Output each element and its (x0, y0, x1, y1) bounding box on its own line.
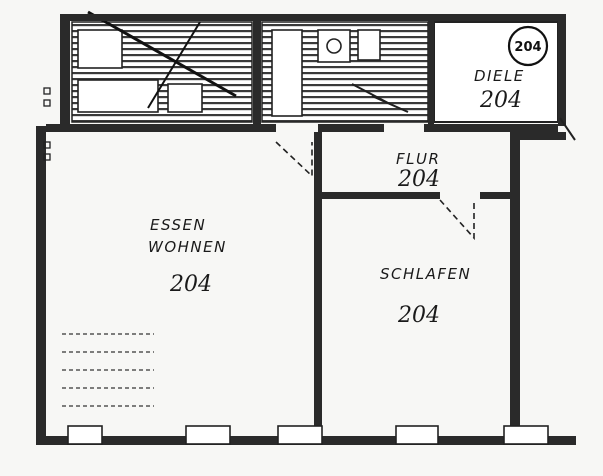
kitchen-diele-partition (428, 21, 434, 125)
window-4 (395, 425, 439, 445)
bedroom-right-wall (510, 132, 520, 436)
left-wall-marks (43, 87, 51, 161)
door-swings (275, 117, 576, 241)
right-stair-wall (520, 132, 566, 140)
essen-wohnen-number: 204 (169, 272, 212, 297)
flur-label: FLUR (396, 150, 440, 168)
apartment-number-text: 204 (514, 40, 541, 55)
top-wall (60, 14, 566, 21)
left-wall (36, 126, 46, 444)
living-door-swing (275, 141, 313, 178)
living-bedroom-wall (314, 132, 322, 436)
diele-number: 204 (479, 88, 522, 113)
upper-right-wall (558, 14, 566, 126)
burner-icon (326, 38, 342, 54)
service-zone-lower-wall (46, 124, 558, 132)
kitchen-counter-icon (271, 29, 303, 117)
wohnen-label: WOHNEN (148, 238, 227, 256)
scribble-mark (351, 83, 409, 113)
essen-label: ESSEN (150, 216, 206, 234)
bathroom-zone (71, 10, 253, 123)
upper-left-wall (60, 14, 70, 126)
window-1 (67, 425, 103, 445)
bathtub-icon (77, 29, 123, 69)
sink-icon (357, 29, 381, 61)
bath-kitchen-partition (253, 21, 261, 125)
bath-fixture-icon (77, 79, 159, 113)
bedroom-door-swing (439, 199, 475, 241)
window-5 (503, 425, 549, 445)
window-2 (185, 425, 231, 445)
window-3 (277, 425, 323, 445)
windows (67, 425, 549, 445)
diagonal-strike-line (87, 10, 237, 98)
diele-label: DIELE (474, 67, 525, 85)
kitchen-zone (261, 21, 429, 123)
schlafen-number: 204 (397, 303, 440, 328)
fixture-line (147, 21, 201, 109)
lower-left-hatch (62, 333, 154, 407)
washbasin-icon (167, 83, 203, 113)
flur-number: 204 (397, 167, 440, 192)
apartment-number-badge: 204 (507, 25, 549, 67)
flur-bedroom-wall (322, 192, 440, 199)
schlafen-label: SCHLAFEN (380, 265, 471, 283)
room-labels: DIELE 204 FLUR 204 ESSEN WOHNEN 204 SCHL… (148, 67, 525, 328)
flur-bedroom-wall-right (480, 192, 510, 199)
interior-walls (314, 132, 566, 436)
entry-door-line (559, 117, 576, 141)
